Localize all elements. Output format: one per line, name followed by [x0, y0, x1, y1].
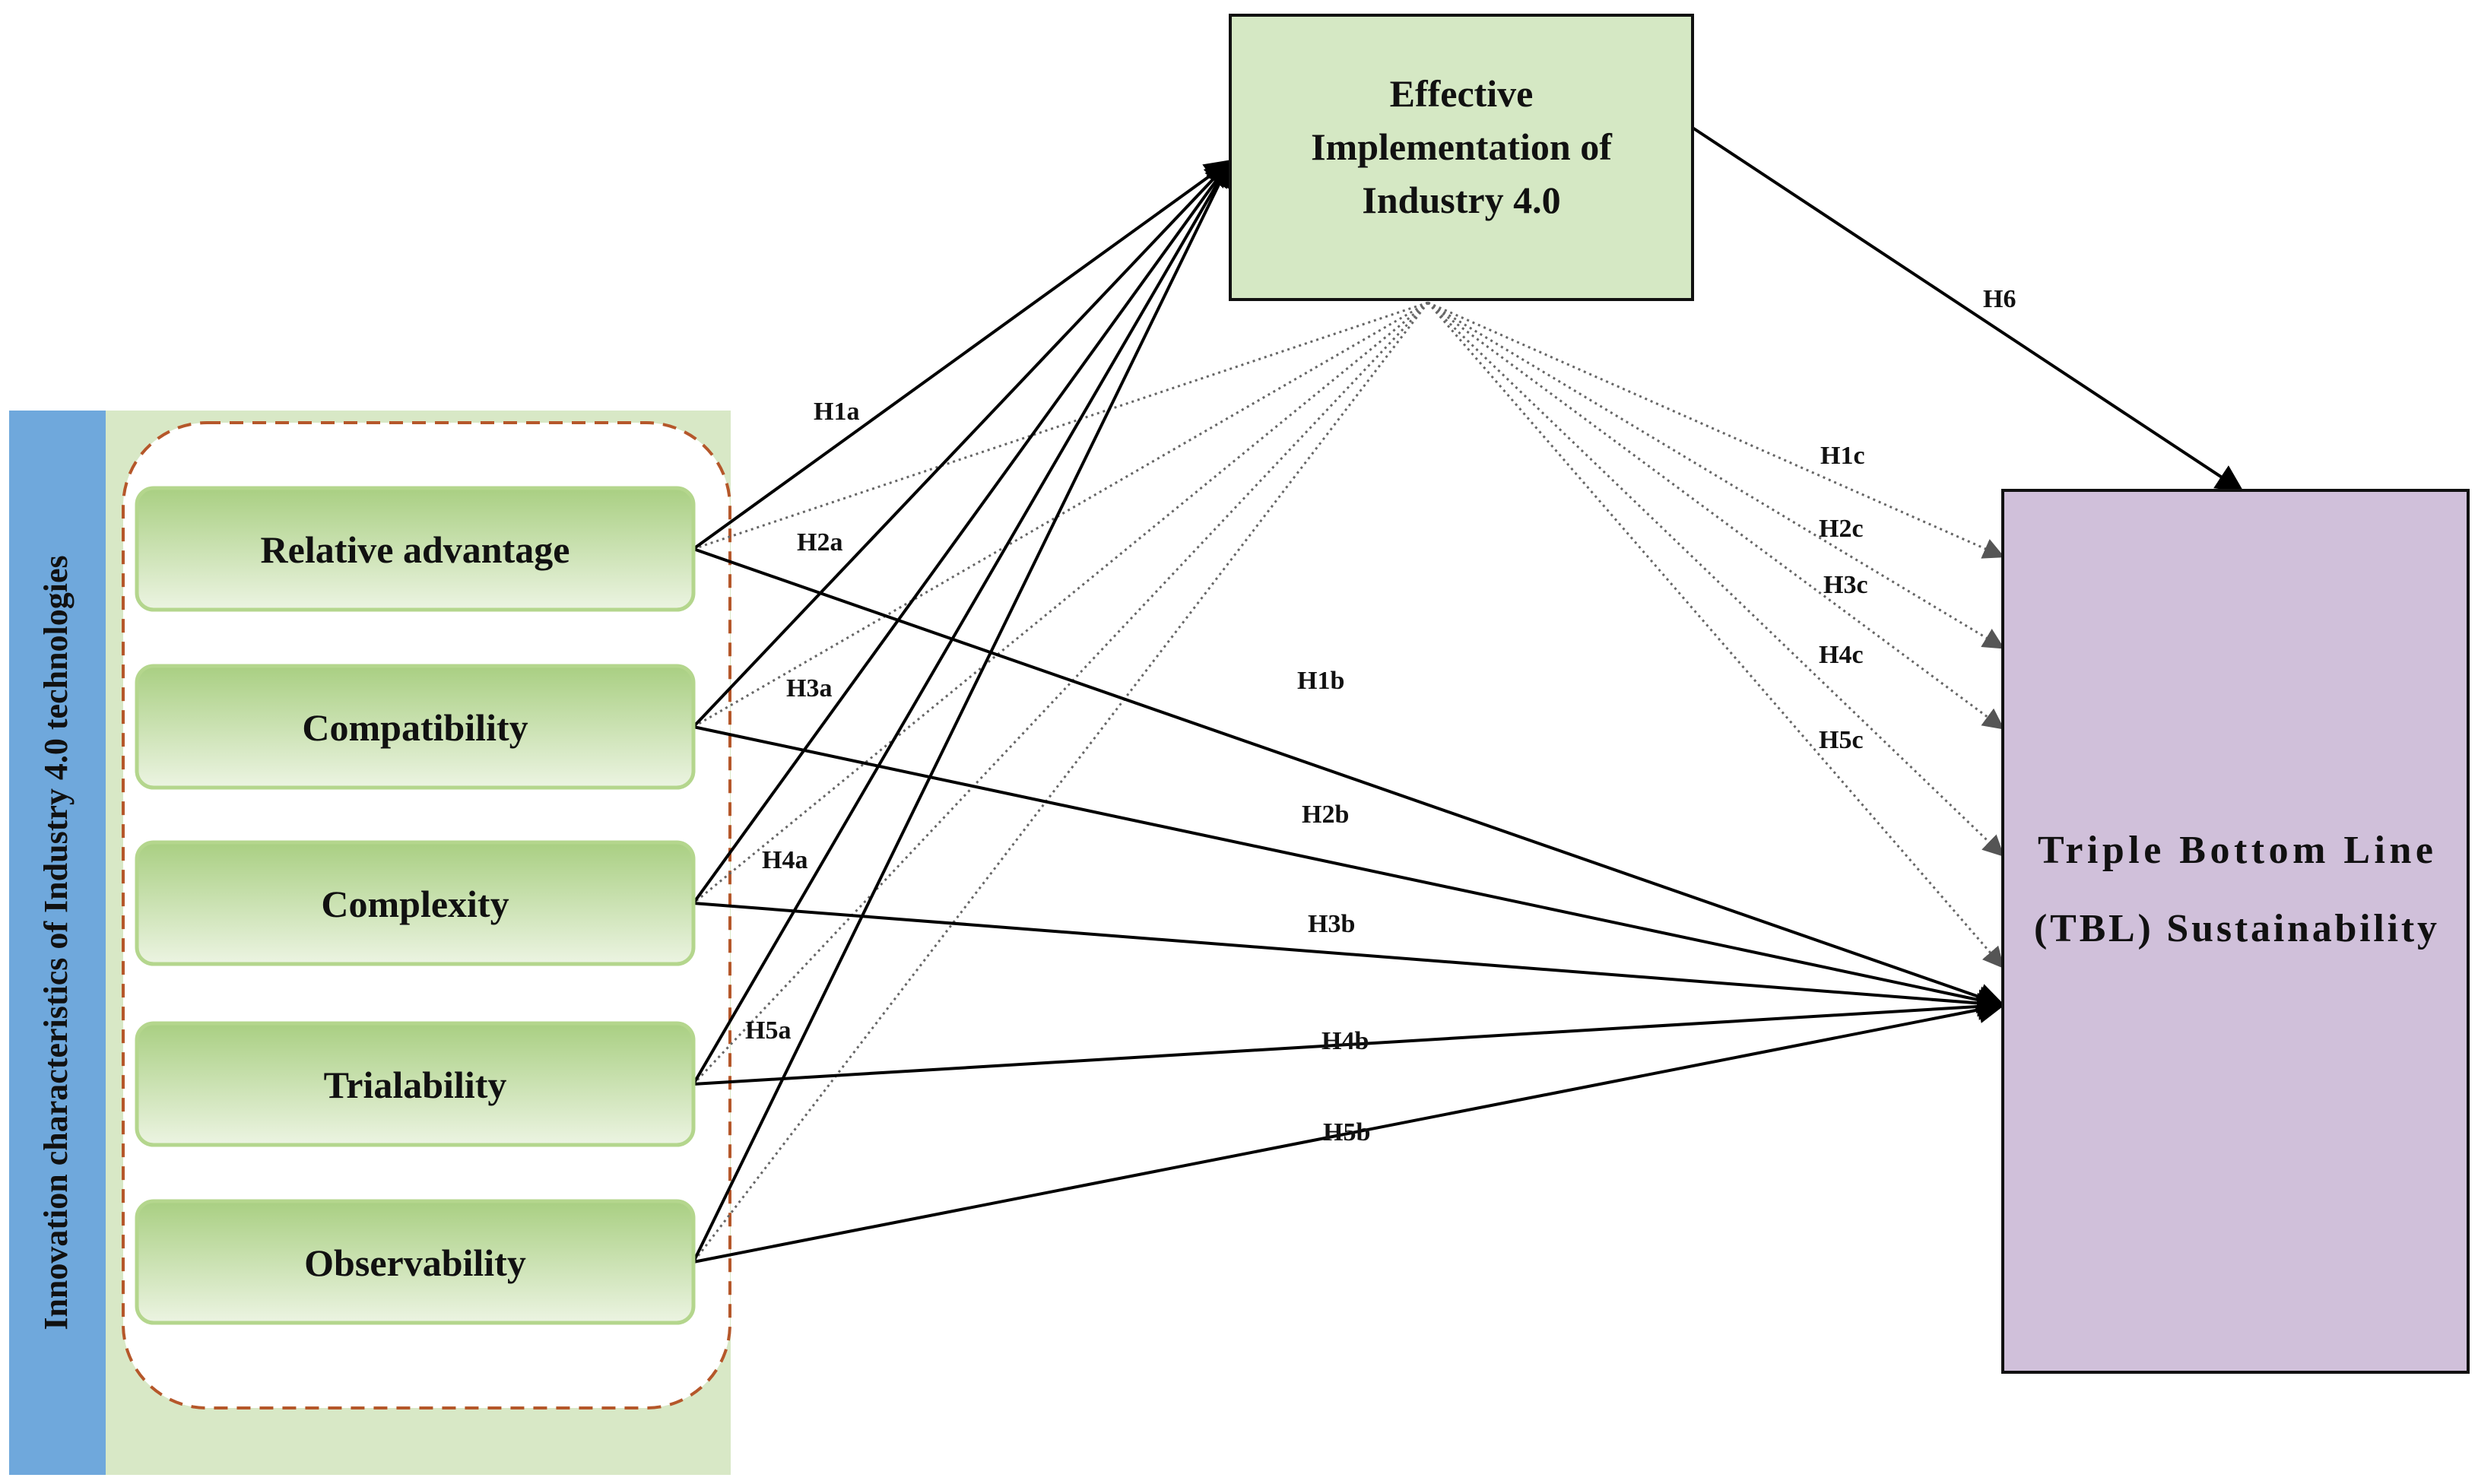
outcome-line-1: Triple Bottom Line: [2038, 829, 2433, 872]
arrow-a-ra: [692, 159, 1233, 550]
hypothesis-label-c5: H5c: [1819, 726, 1864, 754]
dotted-arrow-c5: [1426, 302, 2004, 969]
hypothesis-label-a2: H2a: [797, 528, 842, 556]
hypothesis-label-b2: H2b: [1302, 801, 1349, 829]
characteristic-box-ob: [135, 1199, 696, 1325]
characteristic-box-tr: [135, 1021, 696, 1147]
hypothesis-label-c3: H3c: [1823, 571, 1868, 599]
arrow-a-cp: [692, 159, 1233, 728]
mediator-line-3: Industry 4.0: [1362, 179, 1560, 221]
dotted-link-ra: [693, 301, 1429, 550]
characteristic-label-ob: Observability: [304, 1241, 526, 1284]
dotted-arrow-c1: [1427, 301, 2005, 559]
hypothesis-label-b3: H3b: [1308, 910, 1355, 938]
side-bar-label: Innovation characteristics of Industry 4…: [37, 555, 75, 1330]
arrow-b-cx: [693, 902, 2006, 1017]
hypothesis-label-c4: H4c: [1819, 641, 1864, 669]
dotted-arrow-c2: [1427, 301, 2005, 649]
dotted-link-cp: [693, 301, 1429, 728]
arrow-b-ra: [693, 547, 2006, 1010]
arrow-a-tr: [692, 158, 1232, 1086]
characteristic-label-tr: Trialability: [324, 1064, 507, 1106]
hypothesis-label-h6: H6: [1983, 285, 2016, 313]
dotted-link-tr: [692, 301, 1429, 1086]
dotted-arrow-c4: [1426, 301, 2005, 857]
dotted-link-ob: [692, 302, 1429, 1263]
dotted-arrow-c3: [1427, 301, 2005, 730]
hypothesis-label-a3: H3a: [786, 674, 832, 702]
hypothesis-label-b1: H1b: [1297, 667, 1344, 695]
characteristic-label-ra: Relative advantage: [261, 528, 570, 571]
mediator-line-1: Effective: [1390, 72, 1534, 115]
hypothesis-label-a5: H5a: [745, 1016, 791, 1045]
outcome-line-2: (TBL) Sustainability: [2034, 907, 2437, 950]
hypothesis-label-c1: H1c: [1820, 442, 1865, 470]
arrows-layer: [692, 126, 2245, 1264]
hypothesis-label-b5: H5b: [1323, 1118, 1370, 1146]
characteristic-boxes: Relative advantageCompatibilityComplexit…: [135, 486, 696, 1325]
hypothesis-label-a1: H1a: [814, 398, 859, 426]
characteristic-label-cx: Complexity: [321, 883, 509, 925]
arrow-a-ob: [692, 158, 1232, 1263]
hypothesis-label-c2: H2c: [1819, 515, 1864, 543]
arrow-b-tr: [693, 992, 2006, 1086]
hypothesis-label-a4: H4a: [762, 846, 807, 874]
mediator-line-2: Implementation of: [1311, 125, 1613, 168]
arrow-h6: [1691, 126, 2245, 492]
arrow-b-ob: [693, 996, 2006, 1264]
outcome-box: [2001, 489, 2470, 1374]
mediator-box: [1229, 14, 1694, 301]
hypothesis-label-b4: H4b: [1321, 1027, 1369, 1055]
arrow-a-cx: [692, 159, 1233, 905]
arrow-b-cp: [693, 725, 2006, 1013]
characteristic-box-cx: [135, 840, 696, 966]
characteristic-box-ra: [135, 486, 696, 612]
hypothesis-labels: H1aH2aH3aH4aH5aH1bH2bH3bH4bH5bH1cH2cH3cH…: [745, 285, 2016, 1146]
characteristic-box-cp: [135, 664, 696, 790]
characteristic-label-cp: Compatibility: [302, 706, 528, 749]
side-bar: [9, 411, 106, 1475]
